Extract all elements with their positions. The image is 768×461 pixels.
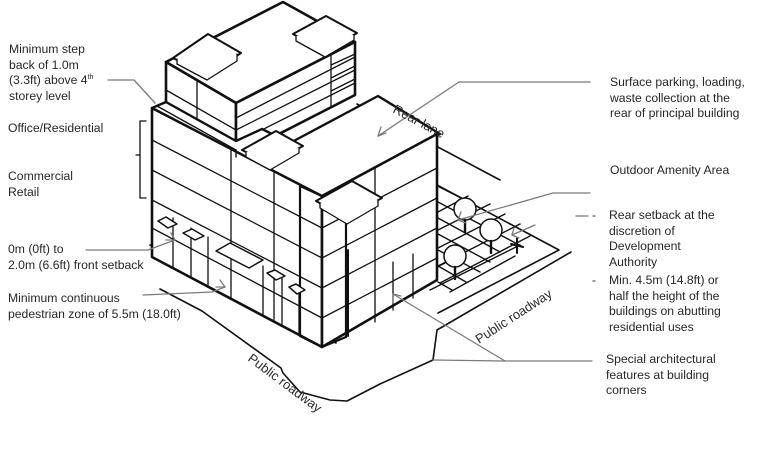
rooftop-unit [292, 15, 358, 58]
outdoor-amenity-label: Outdoor Amenity Area [610, 163, 730, 177]
tree-icon [453, 197, 477, 234]
amenity-plaza-outline [436, 184, 560, 314]
leader-outdoor-amenity [457, 192, 591, 221]
floor-bracket [135, 120, 147, 199]
step-back-label: Minimum step back of 1.0m (3.3ft) above … [9, 42, 94, 103]
public-roadway-bottom-label: Public roadway [245, 350, 325, 415]
tree-icon [479, 218, 503, 255]
rooftop-unit [241, 130, 304, 171]
pedestrian-zone-label: Minimum continuous pedestrian zone of 5.… [8, 291, 181, 321]
public-roadway-right-edge [159, 251, 572, 402]
tree-icon [443, 244, 467, 281]
surface-parking-label: Surface parking, loading, waste collecti… [610, 75, 745, 120]
office-residential-label: Office/Residential [8, 121, 104, 135]
leader-lines [85, 79, 593, 362]
rear-setback-bullet-2: - [592, 273, 597, 287]
leader-step-back [107, 79, 156, 104]
corner-tower [298, 182, 348, 349]
rooftop-unit [172, 33, 242, 81]
canopy [157, 216, 306, 295]
podium [150, 94, 442, 349]
rooftop-unit [315, 180, 383, 225]
rear-setback-item-1: Rear setback at the discretion of Develo… [609, 208, 715, 269]
public-roadway-right-label: Public roadway [472, 286, 555, 347]
leader-front-setback [85, 239, 176, 251]
rear-setback-bullet-1: - [592, 208, 597, 222]
leader-pedestrian [142, 286, 226, 296]
upper-tower [164, 0, 358, 158]
commercial-retail-label: Commercial Retail [8, 169, 74, 199]
step-back-ledge [156, 105, 237, 158]
bollard-icon [510, 237, 524, 254]
leader-surface-parking [377, 81, 591, 137]
front-setback-label: 0m (0ft) to 2.0m (6.6ft) front setback [8, 242, 144, 272]
special-features-label: Special architectural features at buildi… [606, 352, 716, 397]
rear-setback-item-2: Min. 4.5m (14.8ft) or half the height of… [609, 273, 721, 334]
